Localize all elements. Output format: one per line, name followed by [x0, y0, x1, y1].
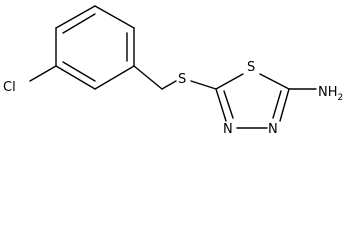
atom-nh2: NH2 — [318, 85, 343, 103]
bond-c-cl — [29, 65, 57, 82]
bond-ring-ch2 — [133, 65, 163, 90]
nh2-subscript: 2 — [338, 93, 344, 103]
double-bond-inner — [272, 90, 282, 119]
molecule-structure: Cl S S N N NH2 — [3, 5, 343, 137]
atom-s-thioether: S — [178, 72, 186, 87]
bond — [279, 88, 290, 122]
thiadiazole-ring — [215, 73, 290, 129]
bond — [259, 73, 290, 90]
benzene-ring — [55, 5, 135, 90]
atom-n4: N — [223, 122, 233, 137]
double-bond-inner — [223, 90, 234, 119]
atom-s-ring: S — [247, 60, 255, 75]
double-bond-inner — [62, 61, 96, 82]
bond — [55, 65, 96, 90]
bond-s-c5 — [190, 80, 217, 90]
atom-n3: N — [268, 122, 278, 137]
atom-cl: Cl — [3, 80, 16, 95]
bond-ch2-s — [161, 80, 177, 90]
bond — [94, 5, 135, 29]
bond — [215, 88, 227, 122]
double-bond-inner — [62, 13, 96, 34]
bond — [215, 73, 244, 90]
bond — [55, 5, 96, 29]
nh-label: NH — [318, 85, 338, 100]
bond — [94, 65, 135, 90]
